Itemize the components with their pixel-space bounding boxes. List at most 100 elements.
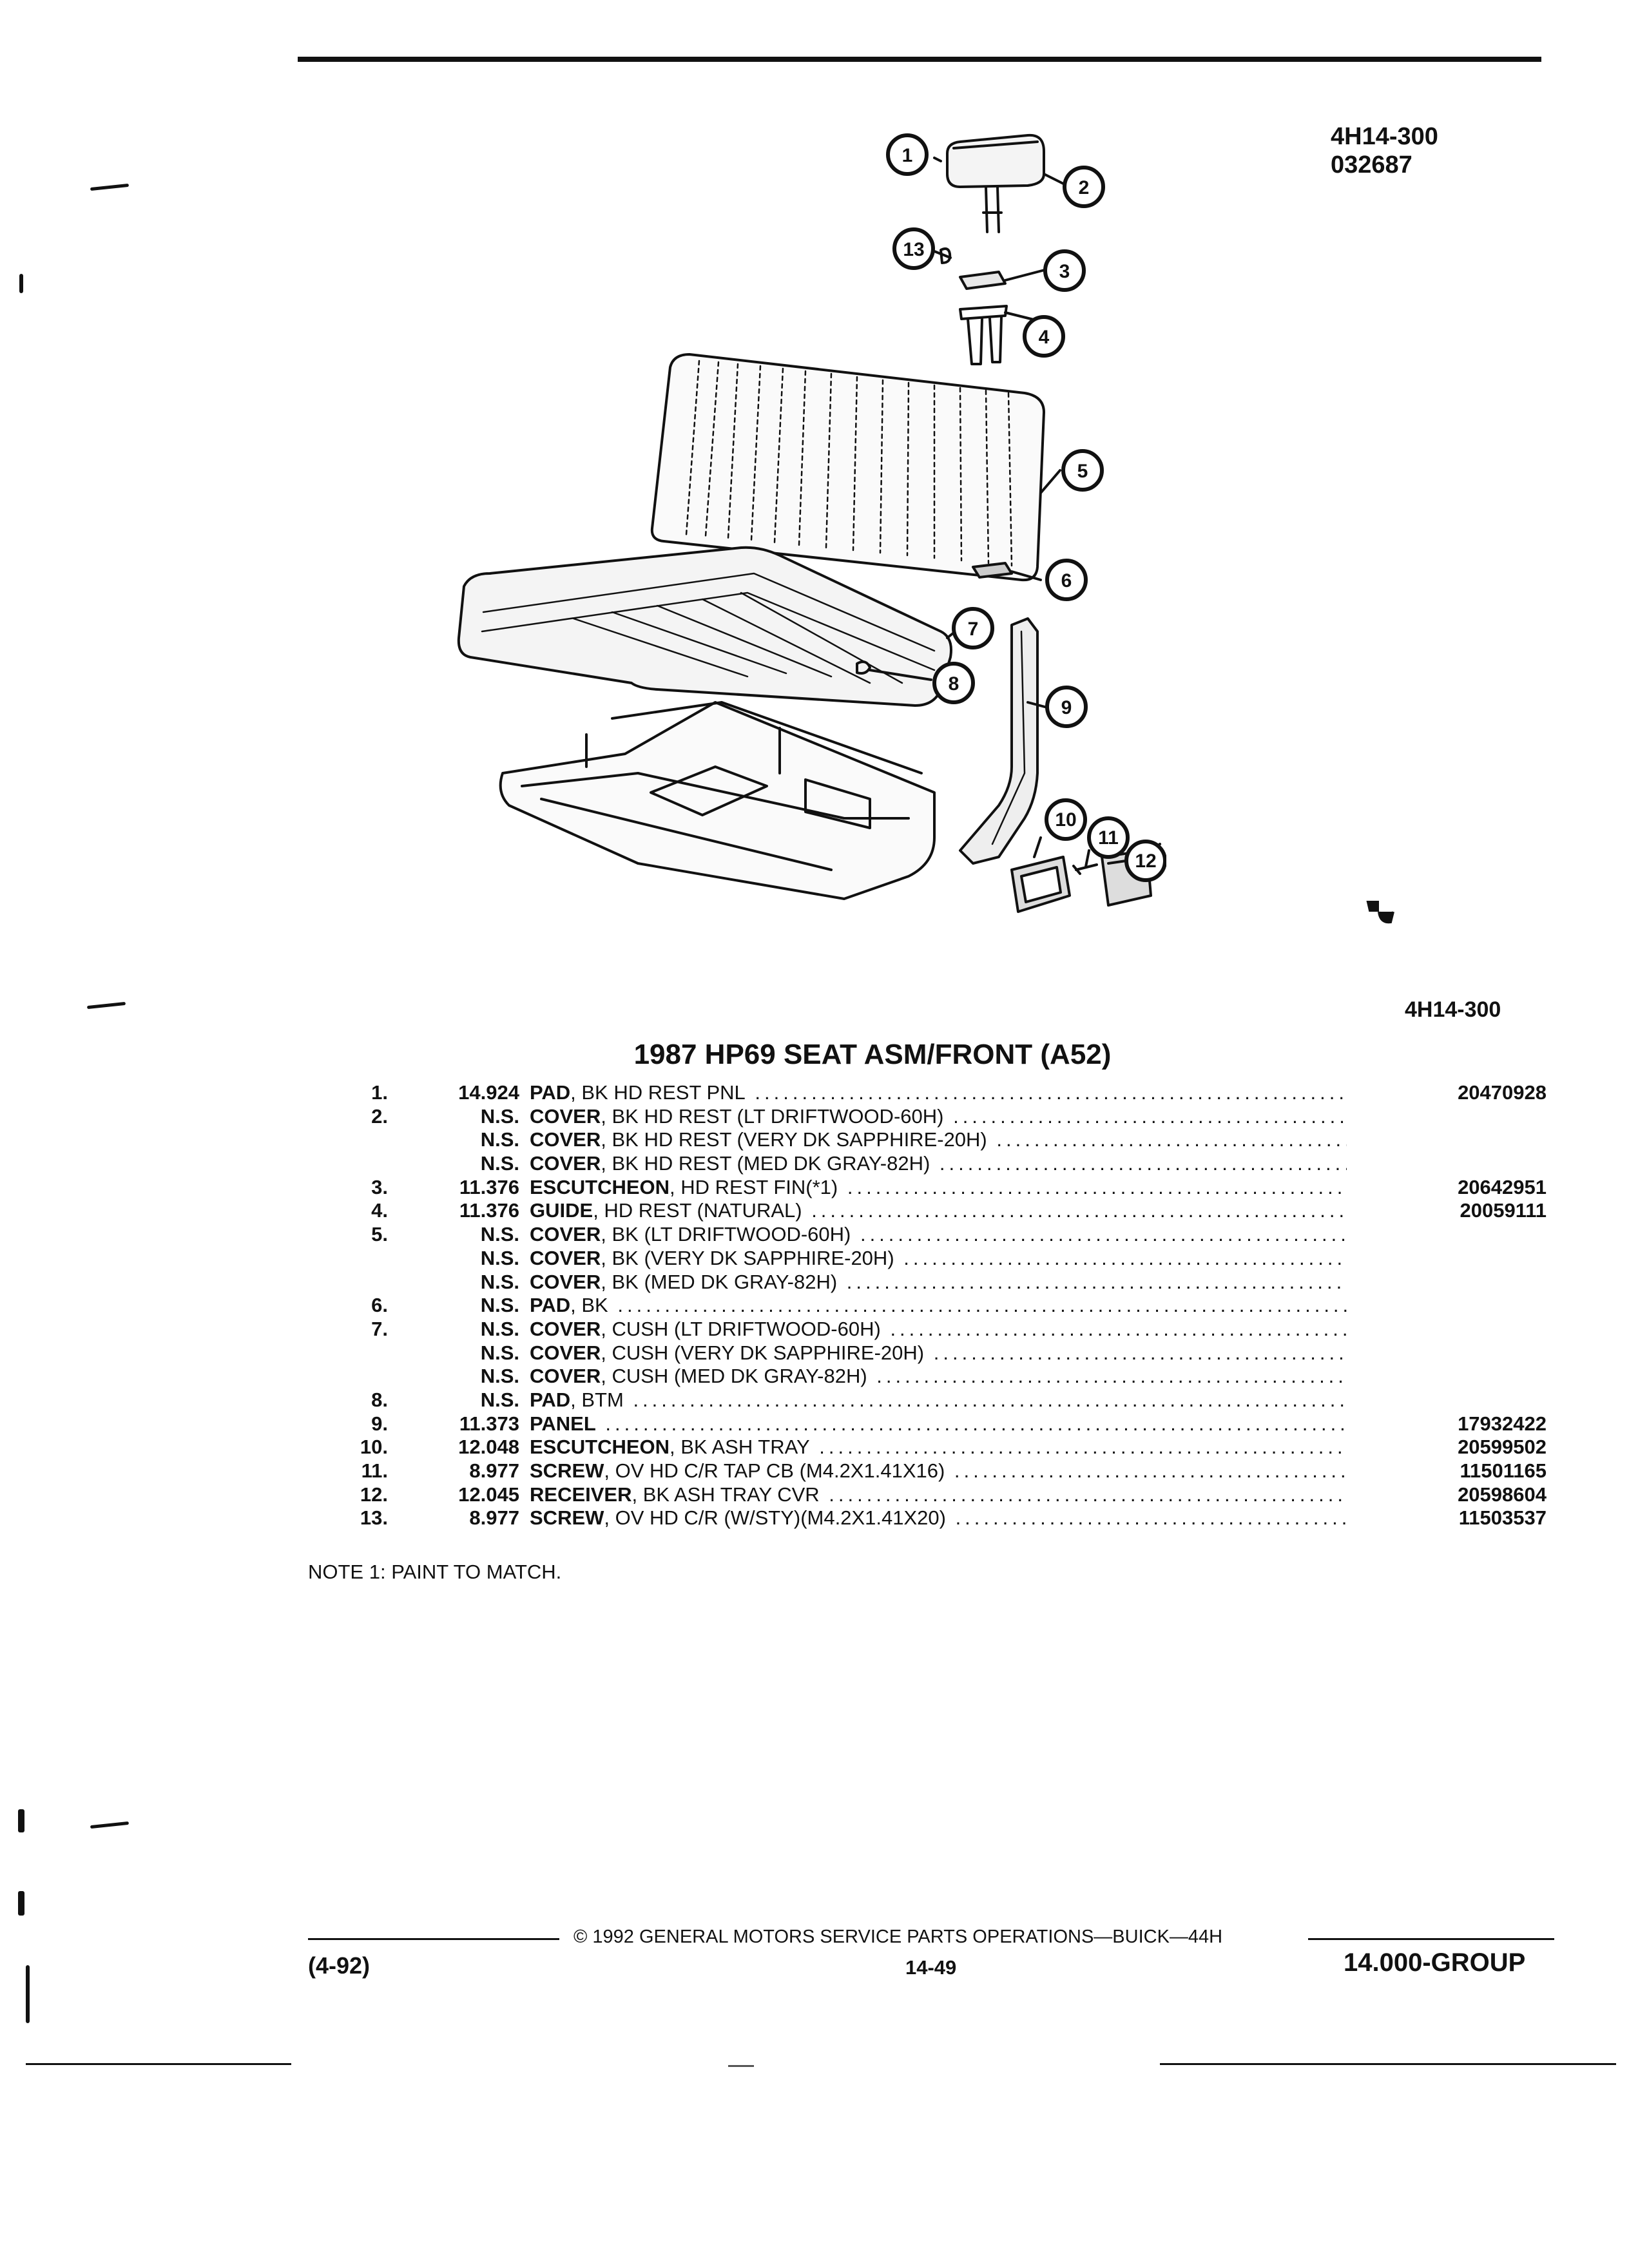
svg-text:7: 7: [968, 619, 979, 640]
svg-text:9: 9: [1061, 697, 1072, 718]
part-name: PAD: [530, 1294, 571, 1317]
leader-dots: ........................................…: [860, 1223, 1347, 1246]
note: NOTE 1: PAINT TO MATCH.: [308, 1561, 562, 1583]
leader-dots: ........................................…: [847, 1175, 1347, 1198]
part-name: SCREW: [530, 1459, 604, 1482]
part-illustration-code: N.S.: [480, 1104, 519, 1128]
bottom-rule-left: [26, 2063, 291, 2065]
part-number: 20642951: [1458, 1175, 1547, 1198]
leader-dots: ........................................…: [903, 1246, 1347, 1269]
part-row: N.S.COVER, BK HD REST (MED DK GRAY-82H) …: [348, 1152, 1547, 1176]
svg-text:1: 1: [902, 145, 913, 166]
part-description: COVER, BK HD REST (LT DRIFTWOOD-60H) ...…: [530, 1105, 1347, 1128]
part-detail: , HD REST FIN(*1): [670, 1175, 838, 1198]
part-row: N.S.COVER, CUSH (MED DK GRAY-82H) ......…: [348, 1365, 1547, 1389]
part-detail: , BK (LT DRIFTWOOD-60H): [601, 1223, 851, 1246]
part-detail: , BK: [570, 1294, 608, 1317]
footer-page-number: 14-49: [905, 1956, 957, 1979]
part-illustration-code: 12.048: [458, 1436, 519, 1459]
ref-code: 4H14-300: [1331, 123, 1438, 150]
part-detail: , BK (VERY DK SAPPHIRE-20H): [601, 1246, 894, 1269]
part-index: 7.: [371, 1317, 388, 1340]
part-description: COVER, BK (MED DK GRAY-82H) ............…: [530, 1271, 1347, 1294]
part-name: COVER: [530, 1341, 601, 1364]
bottom-rule-center: [728, 2065, 754, 2067]
part-description: COVER, BK HD REST (VERY DK SAPPHIRE-20H)…: [530, 1128, 1347, 1151]
part-illustration-code: N.S.: [480, 1388, 519, 1411]
part-description: GUIDE, HD REST (NATURAL) ...............…: [530, 1199, 1347, 1222]
part-index: 10.: [360, 1436, 388, 1459]
part-illustration-code: 12.045: [458, 1483, 519, 1506]
svg-text:12: 12: [1135, 850, 1156, 872]
margin-mark: [90, 1821, 130, 1829]
svg-text:8: 8: [949, 673, 959, 695]
part-name: ESCUTCHEON: [530, 1436, 670, 1459]
part-illustration-code: 11.376: [459, 1175, 519, 1198]
part-illustration-code: 14.924: [458, 1081, 519, 1104]
part-row: 8.N.S.PAD, BTM .........................…: [348, 1389, 1547, 1412]
part-name: PANEL: [530, 1412, 596, 1435]
page-title: 1987 HP69 SEAT ASM/FRONT (A52): [633, 1039, 1112, 1070]
part-name: RECEIVER: [530, 1483, 632, 1506]
part-index: 6.: [371, 1294, 388, 1317]
part-index: 2.: [371, 1104, 388, 1128]
margin-mark: [18, 1891, 24, 1916]
corner-mark-icon: [1366, 901, 1394, 924]
part-illustration-code: N.S.: [480, 1294, 519, 1317]
svg-text:13: 13: [903, 239, 924, 260]
part-illustration-code: N.S.: [480, 1128, 519, 1151]
part-index: 11.: [361, 1459, 388, 1482]
part-detail: , BTM: [570, 1388, 624, 1411]
svg-text:5: 5: [1077, 461, 1088, 482]
part-name: SCREW: [530, 1506, 604, 1530]
leader-dots: ........................................…: [633, 1388, 1347, 1411]
part-detail: , CUSH (VERY DK SAPPHIRE-20H): [601, 1341, 925, 1364]
leader-dots: ........................................…: [829, 1483, 1347, 1506]
part-description: COVER, BK (LT DRIFTWOOD-60H) ...........…: [530, 1223, 1347, 1246]
part-description: ESCUTCHEON, BK ASH TRAY ................…: [530, 1436, 1347, 1459]
part-detail: , BK (MED DK GRAY-82H): [601, 1270, 838, 1293]
header-ref-block: 4H14-300 032687: [1331, 122, 1438, 179]
leader-dots: ........................................…: [811, 1199, 1347, 1222]
part-detail: , BK HD REST (LT DRIFTWOOD-60H): [601, 1104, 944, 1128]
part-description: PAD, BK ................................…: [530, 1294, 1347, 1317]
part-name: ESCUTCHEON: [530, 1175, 670, 1198]
part-detail: , BK HD REST (MED DK GRAY-82H): [601, 1152, 930, 1175]
part-illustration-code: 8.977: [469, 1459, 519, 1482]
part-name: COVER: [530, 1128, 601, 1151]
diagram-caption-ref: 4H14-300: [1405, 997, 1501, 1022]
part-row: N.S.COVER, BK (VERY DK SAPPHIRE-20H) ...…: [348, 1247, 1547, 1271]
leader-dots: ........................................…: [876, 1365, 1347, 1388]
part-row: 3. 11.376 ESCUTCHEON, HD REST FIN(*1) ....…: [348, 1176, 1547, 1200]
part-description: COVER, CUSH (MED DK GRAY-82H) ..........…: [530, 1365, 1347, 1388]
part-detail: , BK HD REST (VERY DK SAPPHIRE-20H): [601, 1128, 987, 1151]
part-description: COVER, BK HD REST (MED DK GRAY-82H) ....…: [530, 1152, 1347, 1175]
leader-dots: ........................................…: [755, 1081, 1347, 1104]
part-index: 4.: [371, 1199, 388, 1222]
part-row: 4. 11.376 GUIDE, HD REST (NATURAL) .......…: [348, 1199, 1547, 1223]
part-description: RECEIVER, BK ASH TRAY CVR ..............…: [530, 1483, 1347, 1506]
leader-dots: ........................................…: [953, 1104, 1347, 1128]
leader-dots: ........................................…: [819, 1436, 1347, 1459]
part-number: 20470928: [1458, 1081, 1547, 1104]
part-index: 9.: [371, 1412, 388, 1435]
part-detail: , HD REST (NATURAL): [593, 1199, 802, 1222]
part-description: ESCUTCHEON, HD REST FIN(*1) ............…: [530, 1176, 1347, 1199]
part-number: 11503537: [1458, 1506, 1547, 1530]
part-row: N.S.COVER, BK (MED DK GRAY-82H) ........…: [348, 1271, 1547, 1294]
part-illustration-code: 11.376: [459, 1199, 519, 1222]
margin-mark: [86, 1001, 126, 1010]
bottom-rule-right: [1160, 2063, 1616, 2065]
part-detail: , OV HD C/R TAP CB (M4.2X1.41X16): [604, 1459, 945, 1482]
part-index: 3.: [371, 1175, 388, 1198]
leader-dots: ........................................…: [605, 1412, 1347, 1435]
part-detail: , CUSH (MED DK GRAY-82H): [601, 1365, 867, 1388]
part-name: COVER: [530, 1223, 601, 1246]
ref-number: 032687: [1331, 151, 1412, 178]
footer-rule-right: [1308, 1938, 1554, 1940]
part-row: 10. 12.048 ESCUTCHEON, BK ASH TRAY .......…: [348, 1436, 1547, 1459]
